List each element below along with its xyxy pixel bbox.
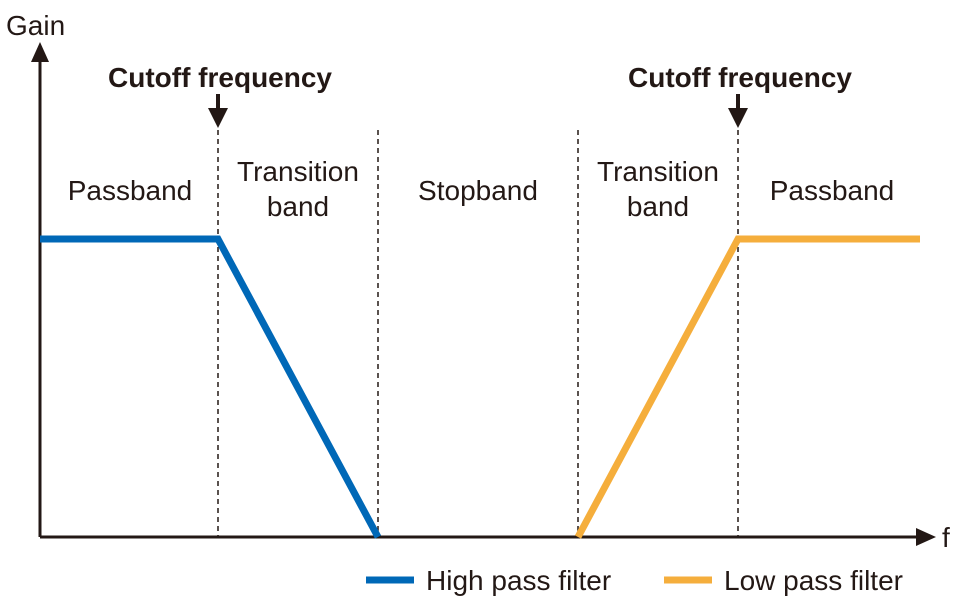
- down-arrow-head-icon: [208, 108, 228, 128]
- band-dividers: [217, 130, 739, 537]
- stopband-label: Stopband: [418, 175, 538, 206]
- cutoff-label-left: Cutoff frequency: [108, 62, 332, 93]
- band-labels: Passband Transition band Stopband Transi…: [68, 156, 895, 222]
- cutoff-annotation-left: Cutoff frequency: [108, 62, 332, 128]
- transition-left-label-1: Transition: [237, 156, 359, 187]
- x-axis-arrow: [916, 528, 936, 546]
- cutoff-label-right: Cutoff frequency: [628, 62, 852, 93]
- legend-label-high-pass: High pass filter: [426, 565, 611, 596]
- axes: Gain f: [6, 10, 950, 553]
- low-pass-curve: [574, 235, 920, 539]
- passband-right-label: Passband: [770, 175, 895, 206]
- x-axis-label: f: [942, 522, 950, 553]
- legend-label-low-pass: Low pass filter: [724, 565, 903, 596]
- transition-right-label-1: Transition: [597, 156, 719, 187]
- transition-right-label-2: band: [627, 191, 689, 222]
- high-pass-curve: [40, 235, 382, 539]
- transition-left-label-2: band: [267, 191, 329, 222]
- y-axis-arrow: [31, 42, 49, 62]
- y-axis-label: Gain: [6, 10, 65, 41]
- passband-left-label: Passband: [68, 175, 193, 206]
- down-arrow-head-icon: [728, 108, 748, 128]
- legend: High pass filter Low pass filter: [366, 565, 903, 596]
- cutoff-annotation-right: Cutoff frequency: [628, 62, 852, 128]
